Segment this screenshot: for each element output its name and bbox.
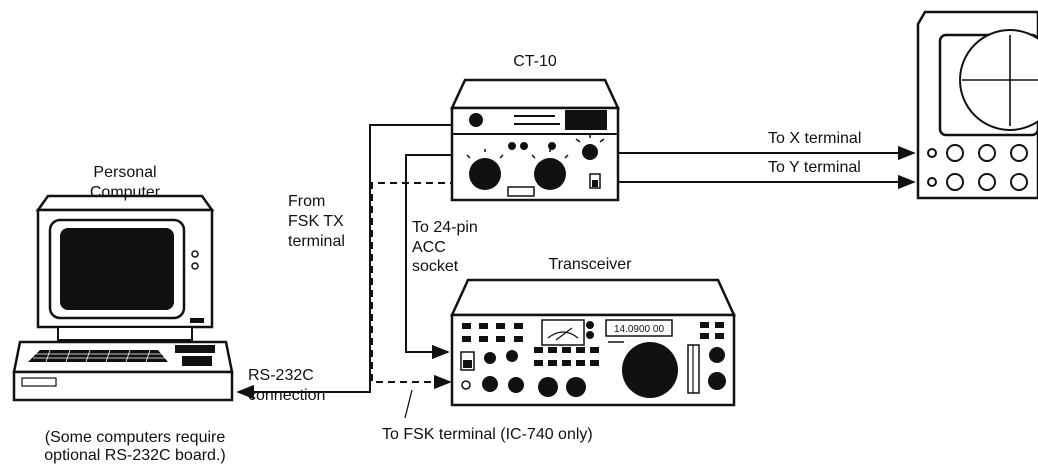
oscilloscope	[916, 10, 1038, 200]
y-terminal-label: To Y terminal	[768, 159, 861, 176]
personal-computer	[12, 194, 234, 402]
acc-label-line3: socket	[412, 258, 459, 275]
x-terminal-label: To X terminal	[768, 130, 862, 147]
ct10-label: CT-10	[513, 53, 557, 70]
rs232-label-line1: RS-232C	[248, 367, 314, 384]
computer-label-line1: Personal	[93, 164, 157, 181]
acc-label-line1: To 24-pin	[412, 219, 478, 236]
transceiver-unit: 14.0900 00	[450, 278, 736, 407]
note-line2: optional RS-232C board.)	[44, 447, 226, 464]
connection-lines	[236, 124, 916, 419]
fsk-dashed-line	[371, 182, 457, 390]
rs232-label-line2: connection	[248, 387, 326, 404]
from-fsk-label-line1: From	[288, 193, 326, 210]
computer-label-line2: Computer	[89, 184, 161, 201]
acc-line	[405, 154, 457, 360]
acc-label-line2: ACC	[412, 239, 446, 256]
from-fsk-label-line3: terminal	[288, 233, 345, 250]
fsk-leader	[404, 389, 413, 419]
note-line1: (Some computers require	[44, 429, 226, 446]
from-fsk-label-line2: FSK TX	[288, 213, 344, 230]
ct10-unit	[450, 78, 620, 202]
fsk-tx-line	[236, 124, 452, 400]
transceiver-label: Transceiver	[548, 256, 632, 273]
fsk-terminal-label: To FSK terminal (IC-740 only)	[382, 426, 593, 443]
frequency-display: 14.0900 00	[614, 324, 664, 335]
